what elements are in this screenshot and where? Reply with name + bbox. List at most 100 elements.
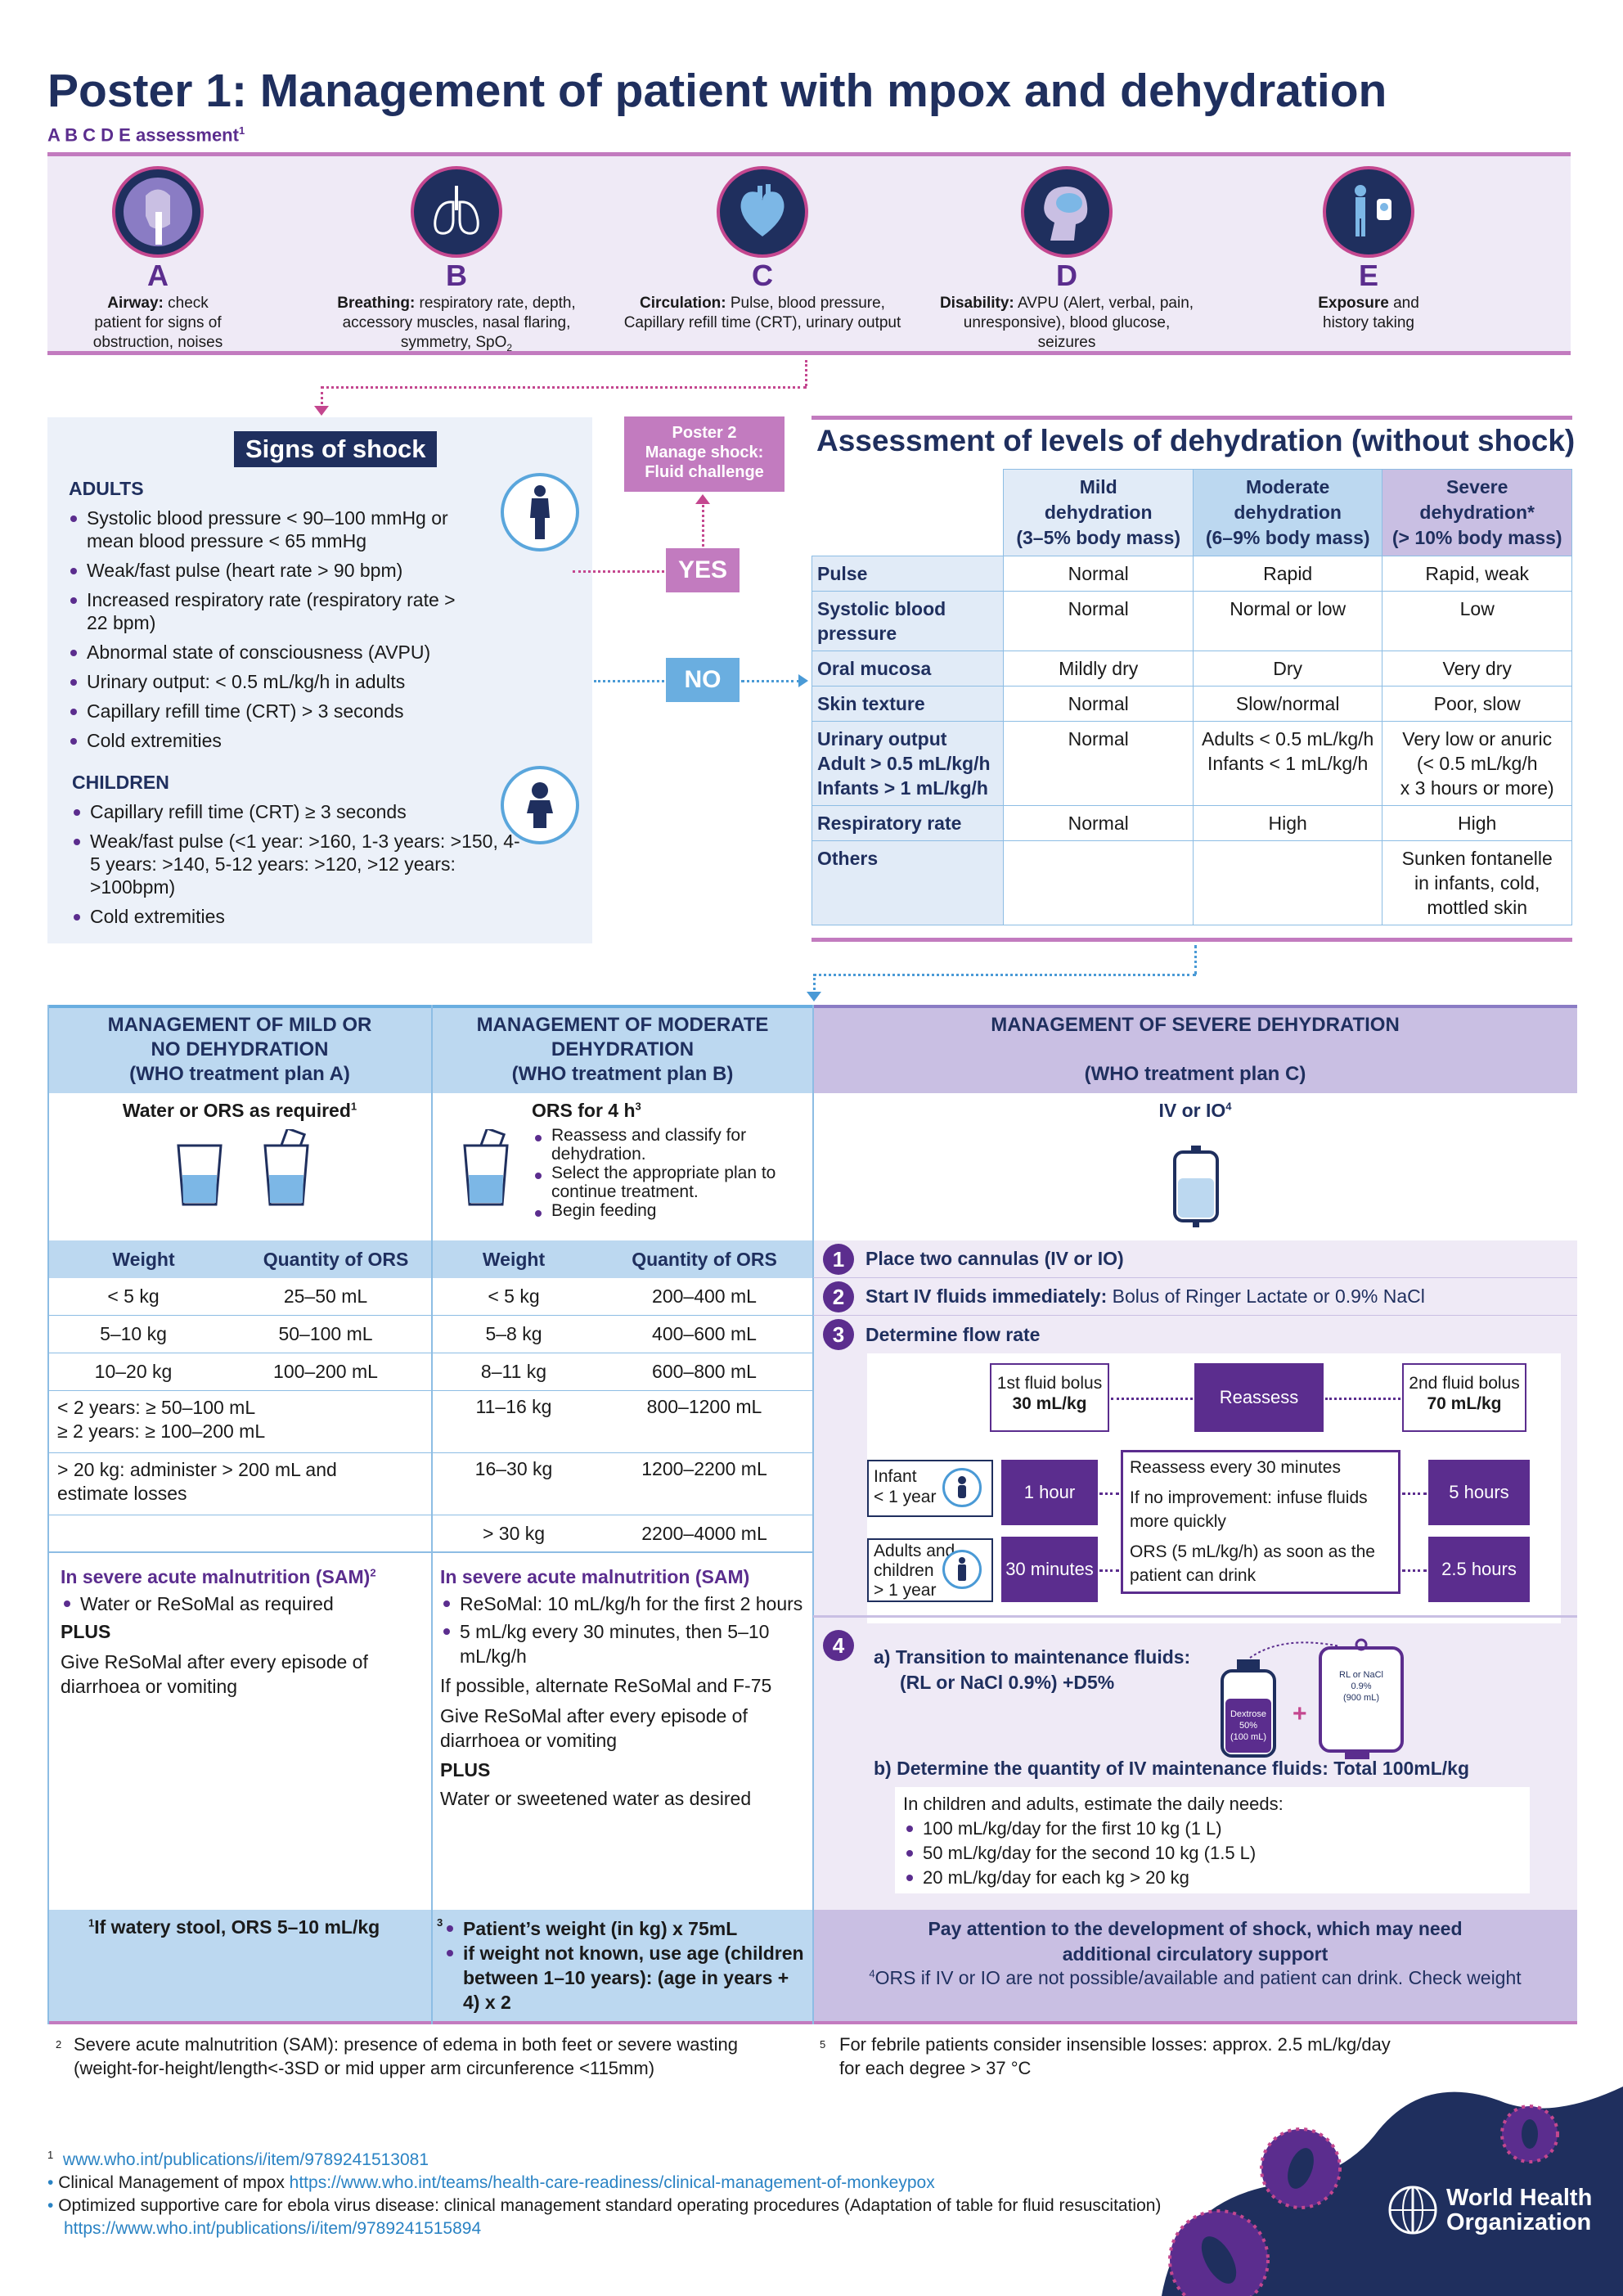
heart-icon (717, 166, 808, 258)
poster2-link[interactable]: Poster 2 Manage shock: Fluid challenge (624, 416, 785, 492)
weight-cell: 5–8 kg (485, 1323, 542, 1344)
connector (741, 680, 800, 682)
svg-text:+: + (1293, 1700, 1307, 1727)
quantity-cell: 200–400 mL (652, 1285, 757, 1307)
adults-time-box: 30 minutes (1001, 1537, 1098, 1602)
row-label: Respiratory rate (811, 805, 1005, 841)
plan-c-heading: MANAGEMENT OF SEVERE DEHYDRATION(WHO tre… (991, 1014, 1400, 1085)
yes-box: YES (666, 548, 740, 592)
quantity-cell: 25–50 mL (283, 1285, 368, 1307)
list-item: Systolic blood pressure < 90–100 mmHg or… (69, 506, 478, 552)
no-box: NO (666, 658, 740, 702)
lungs-icon (411, 166, 502, 258)
row-label: Pulse (811, 556, 1005, 592)
list-item: Increased respiratory rate (respiratory … (69, 588, 478, 634)
divider (812, 938, 1572, 942)
infant-time-box: 1 hour (1001, 1460, 1098, 1525)
footnote-2: 2 Severe acute malnutrition (SAM): prese… (56, 2034, 738, 2078)
weight-cell: < 5 kg (488, 1285, 540, 1307)
quantity-cell: 400–600 mL (652, 1323, 757, 1344)
reference-link-1[interactable]: www.who.int/publications/i/item/97892415… (62, 2150, 429, 2169)
virus-icon (1500, 2105, 1559, 2163)
page-title: Poster 1: Management of patient with mpo… (47, 65, 1387, 117)
reference-link-2[interactable]: https://www.who.int/teams/health-care-re… (289, 2173, 935, 2192)
connector (321, 386, 323, 409)
infant-box: Infant< 1 year (867, 1460, 993, 1517)
adults-signs-list: Systolic blood pressure < 90–100 mmHg or… (69, 506, 478, 759)
dehydration-title: Assessment of levels of dehydration (wit… (816, 424, 1576, 457)
step-4b: b) Determine the quantity of IV maintena… (874, 1758, 1470, 1779)
plan-a-sub: Water or ORS as required1 (122, 1100, 357, 1121)
plan-a-sam: In severe acute malnutrition (SAM)2 Wate… (61, 1566, 420, 1699)
table-cell: Normal (1003, 721, 1194, 806)
list-item: Cold extremities (72, 905, 530, 928)
svg-text:0.9%: 0.9% (1351, 1681, 1371, 1691)
ors-glass-icon (262, 1127, 319, 1212)
list-item: Abnormal state of consciousness (AVPU) (69, 641, 478, 664)
weight-cell: 16–30 kg (474, 1458, 553, 1479)
abcde-circulation: C Circulation: Pulse, blood pressure, Ca… (615, 166, 910, 333)
abcde-label: A B C D E assessment1 (47, 124, 245, 146)
connector (805, 360, 807, 386)
table-cell: Very dry (1382, 651, 1572, 687)
svg-text:Dextrose: Dextrose (1230, 1709, 1266, 1719)
table-cell (1003, 840, 1194, 925)
quantity-cell: 100–200 mL (273, 1361, 378, 1382)
references: 1 www.who.int/publications/i/item/978924… (47, 2149, 1162, 2238)
child-person-icon (501, 766, 579, 844)
abcde-disability: D Disability: AVPU (Alert, verbal, pain,… (919, 166, 1214, 353)
step-4: 4 (823, 1630, 854, 1661)
weight-cell: > 30 kg (482, 1522, 546, 1544)
infant-after-box: 5 hours (1428, 1460, 1530, 1525)
table-row: 5–8 kg 400–600 mL (432, 1316, 813, 1353)
quantity-cell: 600–800 mL (652, 1361, 757, 1382)
quantity-cell: 800–1200 mL (646, 1396, 762, 1417)
plan-c-sub: IV or IO4 (1158, 1100, 1232, 1121)
svg-text:(900 mL): (900 mL) (1343, 1693, 1379, 1703)
table-cell: Normal or low (1192, 591, 1383, 651)
reassess-box: Reassess (1194, 1363, 1324, 1432)
maintenance-fluids-icon: Dextrose 50% (100 mL) + RL or NaCl 0.9% … (1217, 1638, 1430, 1765)
airway-icon (112, 166, 204, 258)
connector (594, 680, 664, 682)
daily-needs-box: In children and adults, estimate the dai… (895, 1787, 1530, 1893)
virus-icon (1168, 2209, 1270, 2296)
adult-person-icon (501, 473, 579, 551)
row-label: Skin texture (811, 686, 1005, 722)
table-cell: High (1382, 805, 1572, 841)
arrow-down-icon (807, 992, 821, 1002)
svg-text:50%: 50% (1239, 1721, 1257, 1731)
svg-text:RL or NaCl: RL or NaCl (1339, 1670, 1383, 1680)
weight-cell: 10–20 kg (94, 1361, 173, 1382)
exposure-icon (1323, 166, 1414, 258)
table-cell: Normal (1003, 591, 1194, 651)
table-cell: Rapid, weak (1382, 556, 1572, 592)
table-cell: Normal (1003, 556, 1194, 592)
reference-link-3[interactable]: https://www.who.int/publications/i/item/… (64, 2219, 482, 2238)
row-label: Others (811, 840, 1005, 925)
plan-c-foot-warning: Pay attention to the development of shoc… (928, 1918, 1463, 1965)
list-item: Capillary refill time (CRT) ≥ 3 seconds (72, 800, 530, 823)
